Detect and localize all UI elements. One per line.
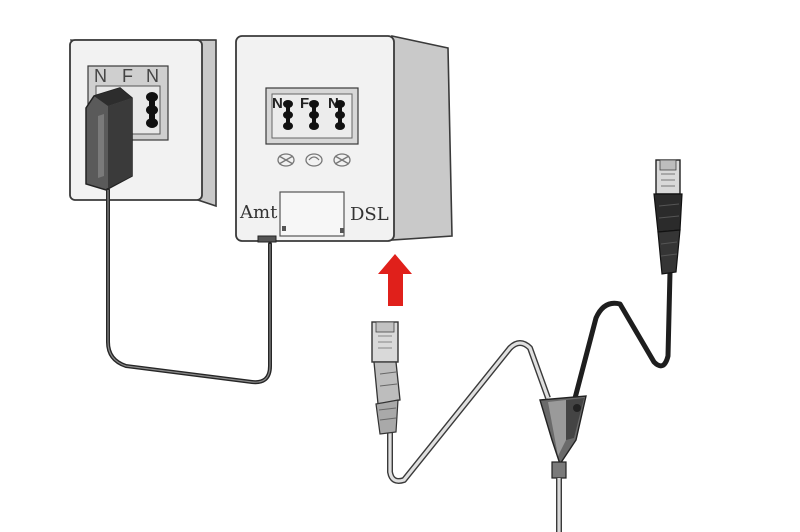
wall-socket: N F N (69, 39, 217, 208)
wall-port-label-3: N (146, 66, 159, 86)
y-cable (387, 271, 673, 532)
dsl-label: DSL (350, 204, 389, 225)
fax-icon (305, 153, 323, 167)
amt-label: Amt (239, 202, 278, 223)
tae-plug (85, 87, 133, 191)
black-rj45-plug (653, 159, 683, 275)
splitter-port-label-2: F (300, 95, 309, 112)
splitter-port-label-3: N (328, 95, 339, 112)
crossed-phone-icon (333, 153, 351, 167)
splitter-port-contacts (283, 100, 345, 130)
wall-port-contacts (146, 92, 158, 128)
grey-rj45-plug (371, 321, 401, 435)
wall-port-label-2: F (122, 66, 133, 86)
dsl-splitter: N F N Amt DSL (235, 35, 453, 243)
splitter-port-label-1: N (272, 95, 283, 112)
up-arrow-icon (378, 254, 412, 306)
wall-port-label-1: N (94, 66, 107, 86)
phone-icon (277, 153, 295, 167)
